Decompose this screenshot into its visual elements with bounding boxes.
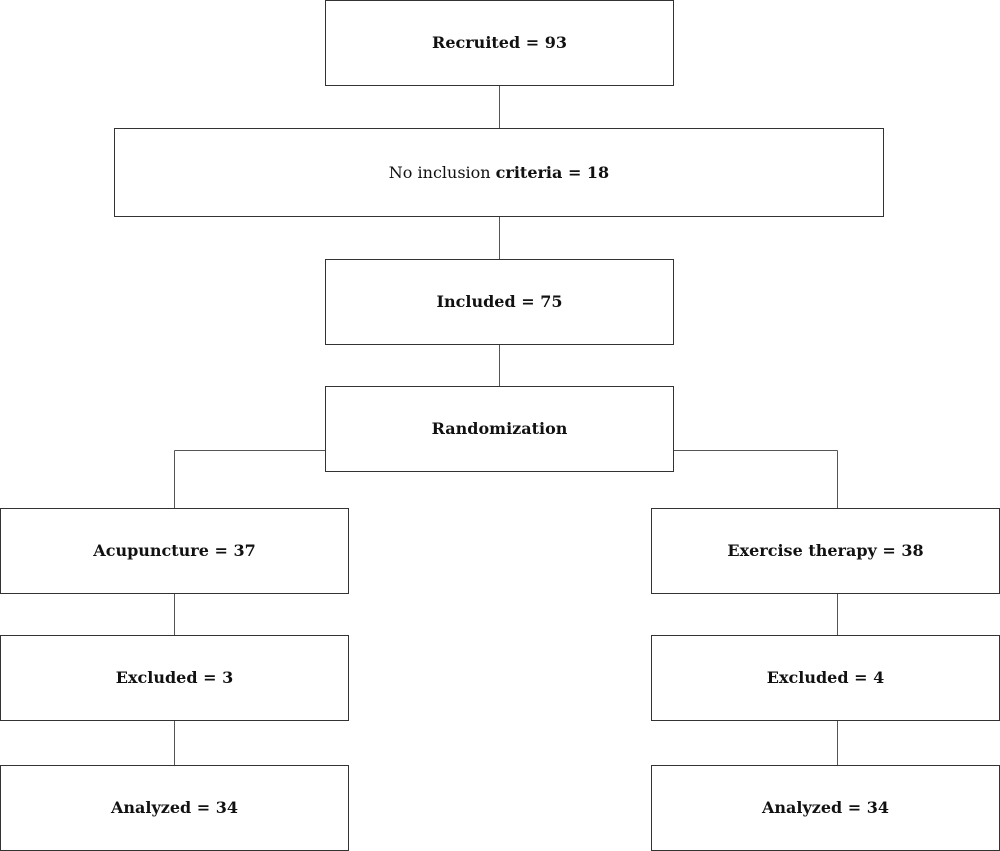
analyzed-left-box: Analyzed = 34	[0, 765, 349, 851]
analyzed-left-label: Analyzed = 34	[110, 798, 239, 818]
included-label: Included = 75	[436, 292, 563, 312]
excluded-right-box: Excluded = 4	[651, 635, 1000, 721]
included-box: Included = 75	[325, 259, 674, 345]
no-inclusion-box: No inclusion criteria = 18	[114, 128, 884, 217]
randomization-label: Randomization	[431, 419, 568, 439]
analyzed-right-label: Analyzed = 34	[761, 798, 890, 818]
acupuncture-box: Acupuncture = 37	[0, 508, 349, 594]
no-inclusion-prefix: No inclusion	[388, 162, 496, 182]
analyzed-right-box: Analyzed = 34	[651, 765, 1000, 851]
excluded-left-label: Excluded = 3	[115, 668, 234, 688]
acupuncture-label: Acupuncture = 37	[93, 541, 256, 561]
no-inclusion-count: criteria = 18	[495, 162, 610, 182]
excluded-right-label: Excluded = 4	[766, 668, 885, 688]
exercise-therapy-label: Exercise therapy = 38	[727, 541, 924, 561]
excluded-left-box: Excluded = 3	[0, 635, 349, 721]
randomization-box: Randomization	[325, 386, 674, 472]
recruited-label: Recruited = 93	[432, 33, 567, 53]
recruited-box: Recruited = 93	[325, 0, 674, 86]
exercise-therapy-box: Exercise therapy = 38	[651, 508, 1000, 594]
